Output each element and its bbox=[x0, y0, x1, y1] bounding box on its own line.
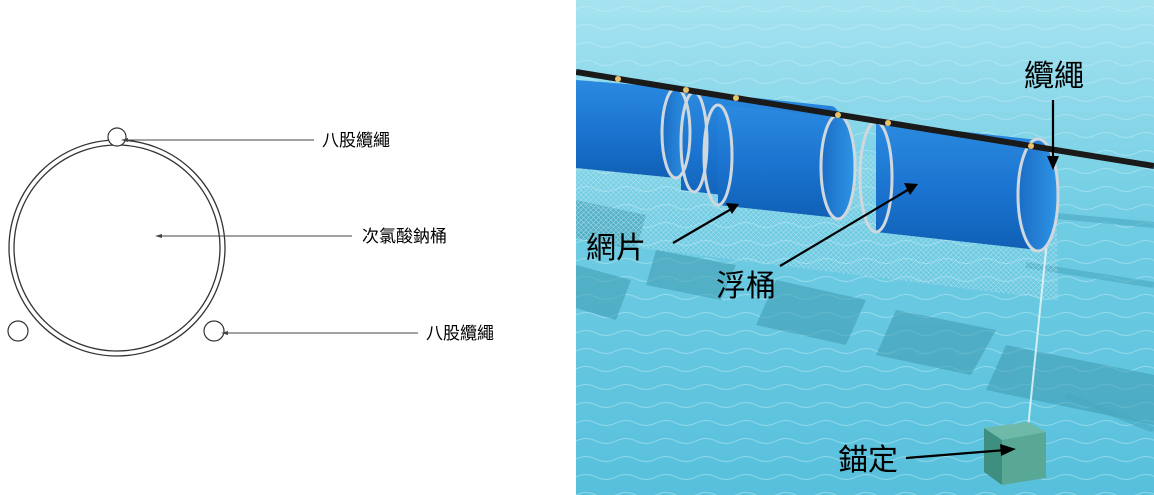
float-barrier-illustration: 纜繩 網片 浮桶 錨定 bbox=[576, 0, 1154, 495]
float-barrels bbox=[576, 0, 1060, 253]
leader-top bbox=[121, 138, 314, 142]
top-rope bbox=[576, 69, 1154, 169]
leader-bottom bbox=[221, 331, 418, 335]
label-anchor: 錨定 bbox=[838, 443, 898, 478]
cross-section-diagram: 八股纜繩 次氯酸鈉桶 八股纜繩 bbox=[7, 127, 494, 357]
arrow-anchor bbox=[905, 444, 1016, 460]
top-rope-circle bbox=[107, 127, 127, 147]
arrow-float bbox=[779, 183, 918, 267]
label-top-rope: 八股纜繩 bbox=[322, 131, 390, 151]
bottom-right-rope-circle bbox=[203, 320, 225, 342]
label-float: 浮桶 bbox=[716, 269, 776, 304]
leader-barrel bbox=[155, 234, 352, 238]
arrow-net bbox=[672, 203, 739, 244]
label-barrel: 次氯酸鈉桶 bbox=[362, 227, 447, 247]
label-rope: 纜繩 bbox=[1024, 59, 1084, 94]
rope-clips bbox=[615, 76, 1034, 149]
label-net: 網片 bbox=[586, 231, 646, 266]
bottom-left-rope-circle bbox=[7, 320, 29, 342]
anchor-block bbox=[984, 422, 1046, 485]
barrel-outer-ring bbox=[8, 139, 226, 357]
label-bottom-rope: 八股纜繩 bbox=[426, 324, 494, 344]
arrow-rope bbox=[1047, 100, 1059, 170]
barrel-inner-ring bbox=[13, 144, 221, 352]
